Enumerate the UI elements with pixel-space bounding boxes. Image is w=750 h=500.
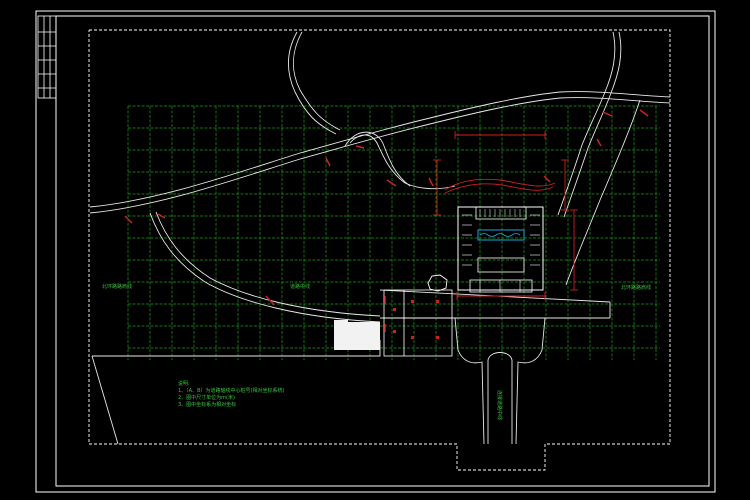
notes-heading: 说明: — [178, 380, 190, 387]
road-north-edge-b — [89, 97, 671, 214]
title-strip — [37, 15, 57, 99]
road-north-edge-a — [89, 91, 671, 208]
outer-frame — [35, 10, 716, 493]
notes-line-3: 3、图中坐标系为相对坐标 — [178, 401, 236, 408]
road-east-arm — [565, 99, 641, 286]
complex-outline — [457, 206, 544, 291]
dimension-annotations — [433, 131, 578, 300]
road-northeast-arm — [557, 31, 616, 216]
road-label-center: 道路中线 — [290, 283, 310, 290]
road-label-east: 北环路路肩线 — [621, 284, 651, 291]
inner-frame — [55, 15, 710, 487]
road-northwest-arm — [293, 31, 341, 131]
coordinate-grid — [127, 105, 660, 360]
building-block-icon — [334, 320, 380, 350]
road-southwest-b — [155, 211, 381, 317]
notes-block: 说明: 1、（A、B）为道路轴线中心桩号(相对坐标系统) 2、图中尺寸单位为m(… — [178, 380, 284, 408]
road-southwest — [149, 212, 381, 323]
road-south-access — [454, 317, 485, 445]
road-northwest-arm-b — [287, 31, 337, 135]
notes-line-1: 1、（A、B）为道路轴线中心桩号(相对坐标系统) — [178, 387, 284, 394]
road-label-south: 连接道路中线 — [496, 390, 503, 420]
road-network — [89, 31, 671, 445]
road-label-west: 北环路路肩线 — [102, 283, 132, 290]
station-markers — [124, 109, 649, 332]
notes-line-2: 2、图中尺寸单位为m(米) — [178, 394, 235, 401]
survey-points — [393, 300, 439, 339]
water-feature — [477, 229, 525, 241]
road-loop — [349, 134, 456, 190]
road-northeast-arm-b — [563, 31, 622, 218]
road-loop-b — [344, 131, 411, 187]
road-south-access-b — [515, 317, 546, 445]
site-boundary — [88, 29, 671, 471]
central-complex — [457, 206, 544, 293]
west-plaza — [383, 289, 453, 357]
rock-outline-icon — [427, 274, 448, 292]
